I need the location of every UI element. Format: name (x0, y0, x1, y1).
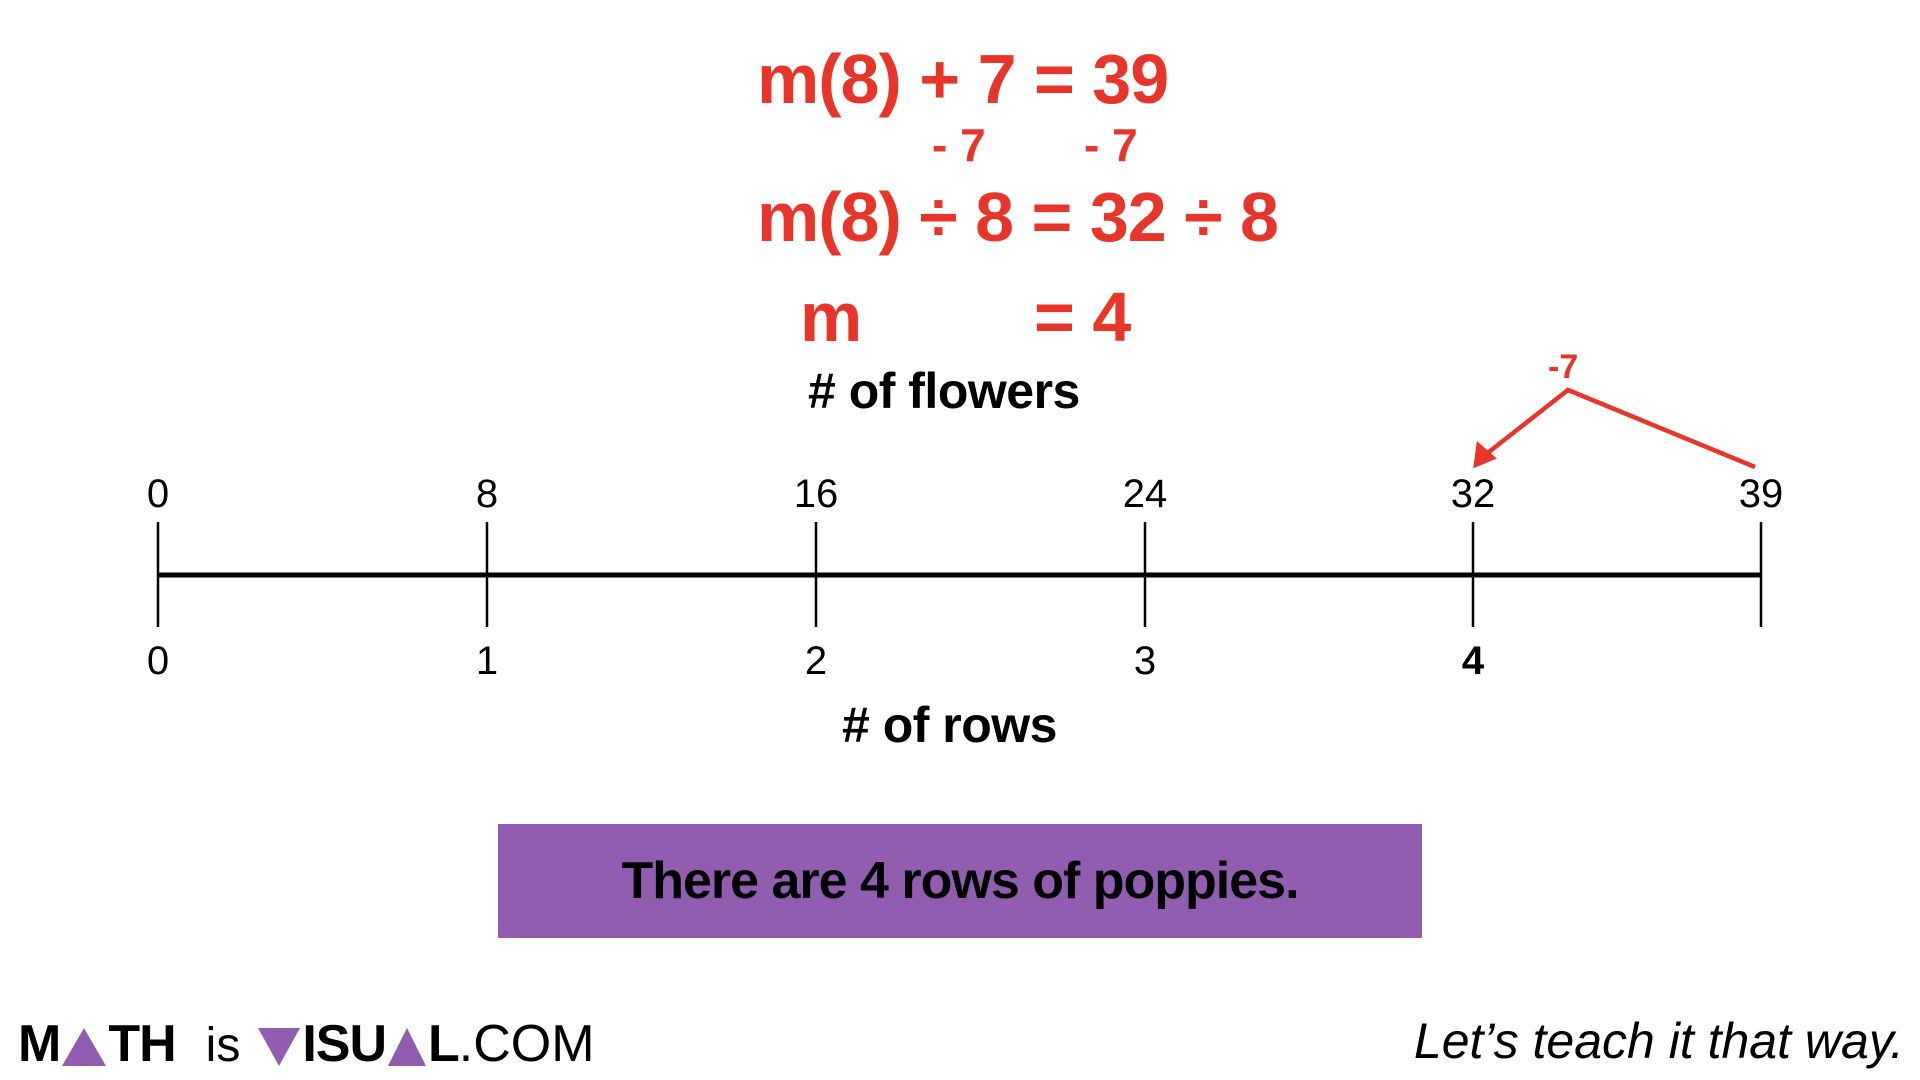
logo-text-th: TH (108, 1015, 176, 1073)
logo-text-m: M (18, 1015, 61, 1073)
equation-line-1: m(8) + 7 = 39 (757, 40, 1169, 118)
equation-subtract-right: - 7 (1084, 119, 1138, 171)
equation-line-3-variable: m (800, 278, 862, 356)
bottom-tick-label: 2 (804, 639, 828, 683)
top-axis-title: # of flowers (808, 363, 1080, 419)
logo-text-is: is (205, 1019, 241, 1072)
triangle-up-icon (388, 1028, 427, 1066)
top-tick-label: 16 (793, 472, 839, 516)
top-tick-label: 0 (146, 472, 170, 516)
jump-arrow-icon (1473, 387, 1756, 470)
equation-line-2: m(8) ÷ 8 = 32 ÷ 8 (757, 178, 1279, 256)
bottom-tick-label-answer: 4 (1461, 639, 1485, 683)
logo-text-l: L (428, 1015, 460, 1073)
bottom-tick-label: 1 (475, 639, 499, 683)
logo-text-com: .COM (458, 1015, 595, 1073)
top-tick-label: 39 (1738, 472, 1784, 516)
jump-label: -7 (1548, 348, 1579, 386)
equation-subtract-left: - 7 (932, 119, 986, 171)
bottom-axis-title: # of rows (842, 697, 1057, 753)
bottom-tick-label: 3 (1133, 639, 1157, 683)
bottom-tick-label: 0 (146, 639, 170, 683)
logo-text-isu: ISU (302, 1015, 387, 1073)
triangle-up-icon (62, 1028, 107, 1066)
tagline: Let’s teach it that way. (1413, 1013, 1904, 1069)
top-tick-label: 24 (1122, 472, 1168, 516)
equation-line-3-result: = 4 (1034, 278, 1131, 356)
triangle-down-icon (258, 1028, 301, 1066)
tick-marks (156, 522, 1763, 627)
top-tick-label: 8 (475, 472, 499, 516)
mathisvisual-logo[interactable]: M TH is ISU L .COM (18, 1018, 595, 1070)
answer-text: There are 4 rows of poppies. (621, 852, 1299, 910)
top-tick-label: 32 (1450, 472, 1496, 516)
answer-box: There are 4 rows of poppies. (498, 824, 1422, 938)
